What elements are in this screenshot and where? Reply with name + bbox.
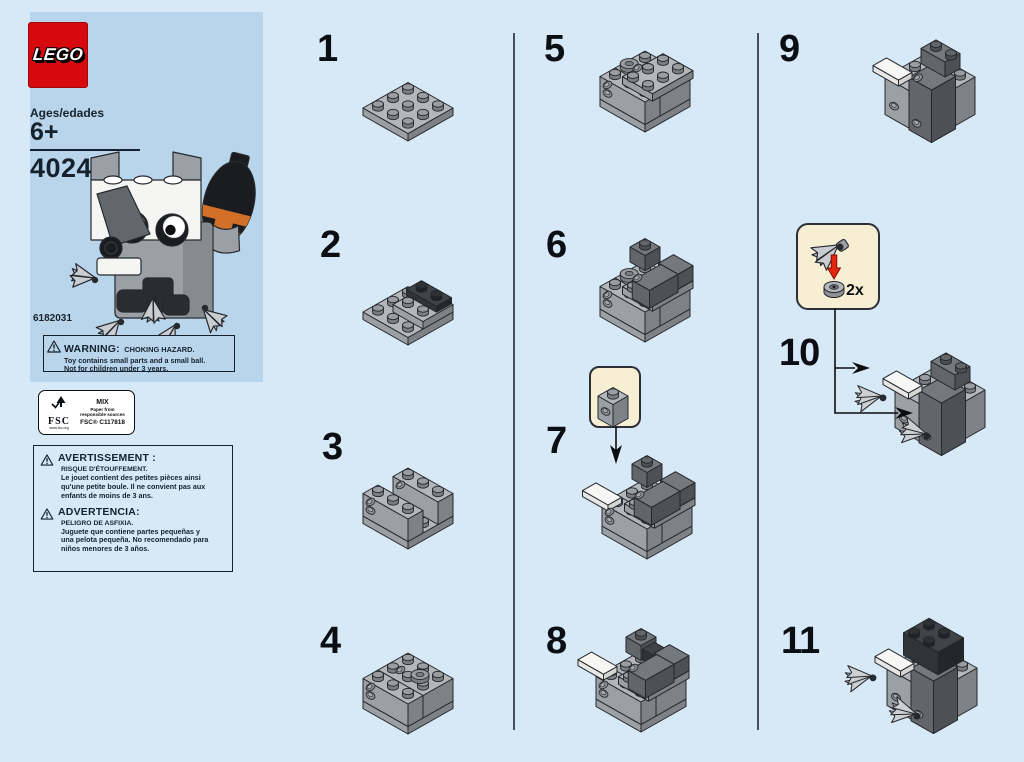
fsc-mix: MIX bbox=[96, 399, 109, 407]
warning-triangle-icon bbox=[40, 454, 54, 466]
step-5-figure bbox=[599, 50, 694, 133]
warning-box-en: WARNING: CHOKING HAZARD. Toy contains sm… bbox=[43, 335, 235, 373]
warning-fr-subtitle: RISQUE D'ÉTOUFFEMENT. bbox=[61, 466, 148, 473]
warning-title: WARNING: bbox=[64, 343, 120, 355]
step7-callout bbox=[589, 366, 641, 428]
step-number-6: 6 bbox=[546, 224, 567, 266]
step-8-figure bbox=[577, 628, 690, 733]
step-3-figure bbox=[362, 467, 454, 550]
warning-fr-title: AVERTISSEMENT : bbox=[58, 452, 156, 464]
step10-callout bbox=[796, 223, 880, 310]
arrow-icon bbox=[895, 407, 913, 419]
step-2-figure bbox=[362, 280, 454, 346]
lego-logo-text: LEGO bbox=[31, 45, 85, 64]
age-underline bbox=[30, 149, 140, 151]
fsc-tree-icon bbox=[51, 395, 66, 409]
step-7-figure bbox=[582, 455, 696, 560]
step10-count: 2x bbox=[846, 282, 864, 299]
column-divider-2 bbox=[757, 33, 759, 730]
step-4-figure bbox=[362, 652, 454, 735]
warning-hazard: CHOKING HAZARD. bbox=[124, 345, 195, 354]
fsc-url: www.fsc.org bbox=[49, 425, 69, 430]
round-plate-piece bbox=[823, 281, 845, 298]
step-number-7: 7 bbox=[546, 420, 567, 462]
step7-callout-figure bbox=[597, 387, 629, 428]
step-9-figure bbox=[872, 39, 976, 144]
warning-box-intl: AVERTISSEMENT : RISQUE D'ÉTOUFFEMENT. Le… bbox=[33, 445, 233, 572]
step-number-10: 10 bbox=[779, 332, 820, 374]
ages-label: Ages/edades bbox=[30, 106, 105, 120]
red-arrow-icon bbox=[826, 254, 842, 280]
fsc-acronym: FSC bbox=[48, 415, 70, 427]
step10-callout-figure bbox=[810, 239, 849, 298]
lego-logo: LEGO bbox=[28, 22, 88, 88]
step10-connector-lines bbox=[834, 308, 913, 419]
step-6-figure bbox=[599, 238, 694, 343]
fsc-label: FSC www.fsc.org MIX Paper from responsib… bbox=[38, 390, 135, 435]
step7-arrow-icon bbox=[610, 427, 622, 464]
warning-line-1: Toy contains small parts and a small bal… bbox=[64, 355, 206, 365]
step-number-5: 5 bbox=[544, 28, 565, 70]
warning-triangle-icon bbox=[47, 340, 61, 353]
column-divider-1 bbox=[513, 33, 515, 730]
warning-fr-body: Le jouet contient des petites pièces ain… bbox=[61, 473, 206, 500]
warning-line-2: Not for children under 3 years. bbox=[64, 363, 169, 373]
fsc-cert-code: FSC® C117818 bbox=[80, 418, 125, 426]
warning-triangle-icon bbox=[40, 507, 54, 520]
warning-es-title: ADVERTENCIA: bbox=[58, 505, 140, 518]
warning-es-subtitle: PELIGRO DE ASFIXIA. bbox=[61, 519, 134, 527]
step-number-3: 3 bbox=[322, 426, 343, 468]
warning-es-body: Juguete que contiene partes pequeñas y u… bbox=[61, 526, 209, 554]
age-value: 6+ bbox=[30, 118, 59, 146]
fsc-source-line-1: Paper from bbox=[90, 406, 115, 412]
step-10-figure bbox=[854, 352, 986, 457]
set-image-raccoon bbox=[69, 151, 256, 335]
step-number-4: 4 bbox=[320, 620, 341, 662]
step-number-8: 8 bbox=[546, 620, 567, 662]
step-number-11: 11 bbox=[781, 620, 820, 662]
step-number-9: 9 bbox=[779, 28, 800, 70]
item-number: 6182031 bbox=[33, 313, 72, 324]
step-1-figure bbox=[362, 82, 454, 142]
fsc-source-line-2: responsible sources bbox=[80, 411, 125, 417]
step-number-1: 1 bbox=[317, 28, 338, 70]
step-number-2: 2 bbox=[320, 224, 341, 266]
arrow-icon bbox=[852, 362, 870, 374]
step-11-figure bbox=[844, 617, 978, 735]
